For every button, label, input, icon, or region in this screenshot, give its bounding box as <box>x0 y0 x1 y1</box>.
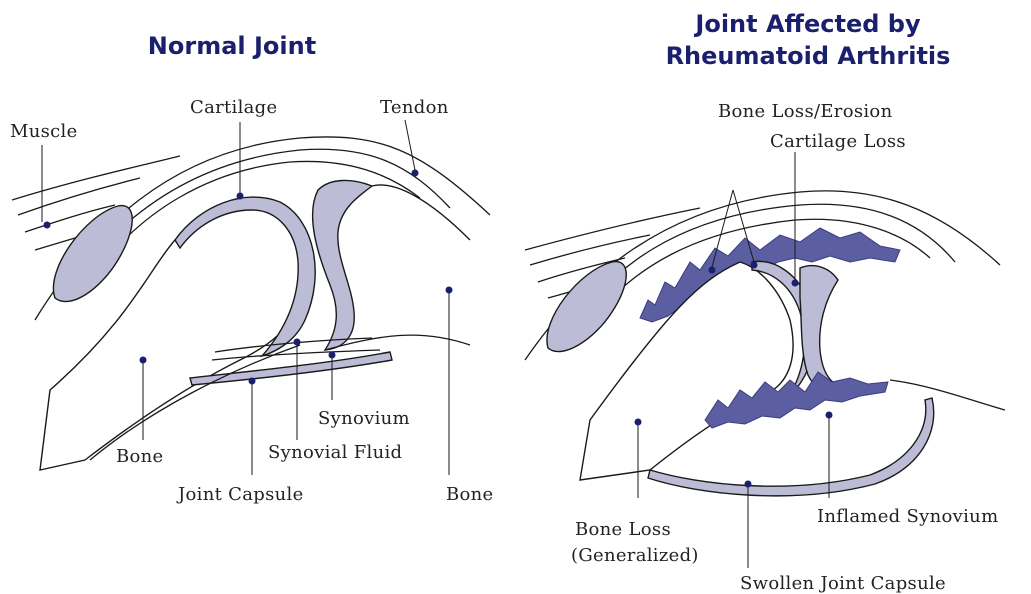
marker-bone-loss-erosion-2 <box>751 262 758 269</box>
label-cartilage-loss: Cartilage Loss <box>770 131 906 152</box>
marker-inflamed-synovium <box>826 412 833 419</box>
marker-bone-right <box>446 287 453 294</box>
marker-tendon <box>412 170 419 177</box>
label-bone-loss-line1: Bone Loss <box>575 519 671 540</box>
marker-bone-loss-generalized <box>635 419 642 426</box>
label-muscle: Muscle <box>10 121 78 142</box>
ra-title-line1: Joint Affected by <box>693 10 921 38</box>
ra-joint-panel: Joint Affected by Rheumatoid Arthritis <box>525 10 1005 594</box>
label-cartilage: Cartilage <box>190 97 277 118</box>
label-bone-right: Bone <box>446 484 494 505</box>
ra-cartilage-right <box>800 266 845 391</box>
normal-bone-right-top <box>372 185 470 240</box>
marker-cartilage-loss <box>792 280 799 287</box>
label-synovium: Synovium <box>318 408 410 429</box>
label-tendon: Tendon <box>380 97 449 118</box>
label-bone-loss-erosion: Bone Loss/Erosion <box>718 101 893 122</box>
normal-joint-title: Normal Joint <box>148 32 316 60</box>
normal-cartilage-right <box>313 180 372 350</box>
normal-muscle-belly <box>53 206 132 302</box>
label-inflamed-synovium: Inflamed Synovium <box>817 506 998 527</box>
marker-bone-left <box>140 357 147 364</box>
normal-joint-panel: Normal Joint <box>10 32 494 505</box>
marker-cartilage <box>237 193 244 200</box>
marker-swollen-joint-capsule <box>745 481 752 488</box>
ra-title-line2: Rheumatoid Arthritis <box>666 42 951 70</box>
marker-synovial-fluid <box>294 339 301 346</box>
leader-tendon <box>405 120 415 170</box>
marker-muscle <box>44 222 51 229</box>
label-bone-loss-line2: (Generalized) <box>571 545 699 566</box>
marker-bone-loss-erosion-1 <box>709 267 716 274</box>
label-joint-capsule: Joint Capsule <box>176 484 304 505</box>
marker-joint-capsule <box>249 378 256 385</box>
ra-bone-right-lower <box>890 380 1005 410</box>
label-synovial-fluid: Synovial Fluid <box>268 442 402 463</box>
label-swollen-joint-capsule: Swollen Joint Capsule <box>740 573 946 594</box>
label-bone-left: Bone <box>116 446 164 467</box>
marker-synovium <box>329 352 336 359</box>
